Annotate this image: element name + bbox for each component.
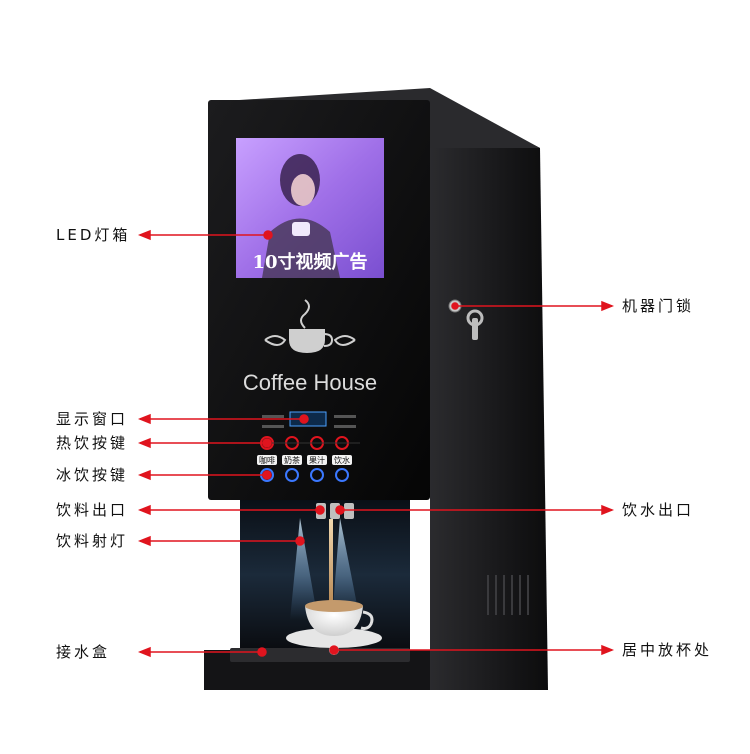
cold-label-text: 饮水 — [334, 455, 350, 465]
cold-button-3 — [310, 468, 324, 482]
annotation-drink-spotlight: 饮料射灯 — [56, 532, 129, 550]
coffee-stream — [329, 519, 333, 604]
annotation-water-outlet: 饮水出口 — [622, 501, 695, 519]
annotation-cold-buttons: 冰饮按键 — [56, 466, 129, 484]
drip-tray — [230, 648, 410, 662]
coffee-logo-icon — [264, 299, 356, 354]
annotation-drink-outlet: 饮料出口 — [56, 501, 129, 519]
annotation-display-window: 显示窗口 — [56, 410, 129, 428]
cold-label-text: 咖啡 — [259, 455, 275, 465]
annotation-hot-buttons: 热饮按键 — [56, 434, 129, 452]
cold-label-text: 果汁 — [309, 455, 325, 465]
annotation-door-lock: 机器门锁 — [622, 297, 695, 315]
cold-button-4 — [335, 468, 349, 482]
drink-spotlight — [290, 518, 318, 620]
annotation-cup-center: 居中放杯处 — [622, 641, 713, 659]
advertisement-photo — [262, 154, 340, 278]
cold-label-badge — [332, 455, 352, 465]
cold-button-labels: 咖啡奶茶果汁饮水 — [257, 455, 352, 465]
brand-name: Coffee House — [243, 370, 377, 395]
annotation-arrows — [137, 229, 615, 658]
annotation-drip-tray: 接水盒 — [56, 643, 111, 661]
cold-label-badge — [257, 455, 277, 465]
cold-label-text: 奶茶 — [284, 455, 300, 465]
status-indicators — [262, 415, 356, 428]
machine-side-panel — [430, 92, 548, 690]
cold-label-badge — [307, 455, 327, 465]
coffee-cup — [286, 600, 382, 648]
annotation-led-lightbox: LED灯箱 — [56, 226, 131, 244]
vent-grille — [487, 575, 529, 615]
cold-button-2 — [285, 468, 299, 482]
screen-caption: 10寸视频广告 — [252, 251, 367, 273]
cold-label-badge — [282, 455, 302, 465]
